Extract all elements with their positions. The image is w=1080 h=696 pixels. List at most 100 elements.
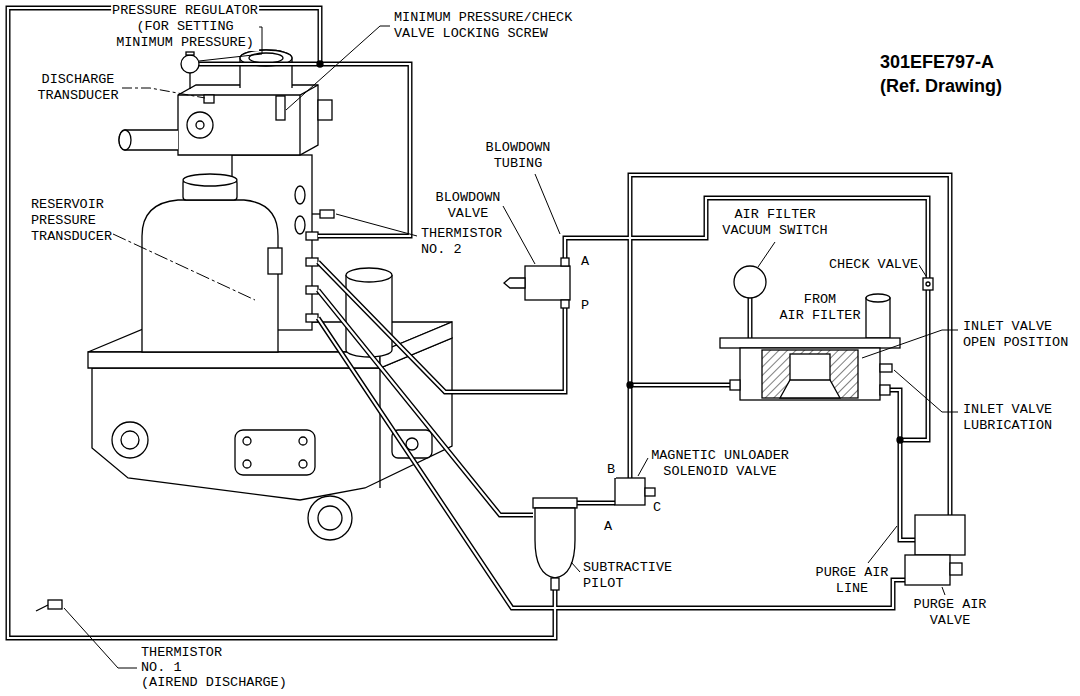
- label-anchor: BLOWDOWN TUBING: [485, 140, 552, 172]
- thermistor-probe: [36, 605, 48, 611]
- tube-bore: [890, 390, 915, 540]
- tube-bore: [318, 64, 410, 236]
- thermistor-probe: [312, 213, 320, 214]
- bolt: [299, 437, 307, 445]
- tee: [897, 437, 903, 443]
- check-valve: [923, 278, 933, 290]
- label-anchor: CHECK VALVE: [828, 257, 919, 273]
- column-slot: [295, 186, 305, 204]
- leader-line: [286, 26, 390, 110]
- fitting: [306, 286, 318, 294]
- leader-line: [503, 206, 535, 264]
- tube-bore: [630, 175, 950, 515]
- compressor-body: [88, 50, 452, 540]
- housing-port: [112, 422, 148, 458]
- leader-line: [535, 174, 560, 234]
- tube-outline: [630, 175, 950, 515]
- callout-label: THERMISTOR NO. 2: [420, 226, 503, 258]
- bolt: [196, 121, 204, 129]
- port: [730, 380, 740, 390]
- locking-screw: [276, 96, 285, 120]
- callout-label: MINIMUM PRESSURE/CHECK VALVE LOCKING SCR…: [393, 10, 573, 42]
- thermistor-sensor: [48, 600, 62, 609]
- callout-label: BLOWDOWN TUBING: [485, 140, 552, 172]
- tube-bore: [8, 8, 555, 638]
- label-anchor: INLET VALVE LUBRICATION: [962, 402, 1053, 434]
- callout-label: C: [652, 500, 662, 516]
- leader-line: [758, 242, 775, 267]
- head-flange: [187, 112, 213, 138]
- label-anchor: A: [580, 254, 590, 270]
- tube-outline: [577, 501, 615, 506]
- label-anchor: DISCHARGE TRANSDUCER: [36, 72, 119, 104]
- tank-strap: [268, 248, 282, 274]
- label-anchor: THERMISTOR NO. 2: [420, 226, 503, 258]
- discharge-port: [308, 496, 352, 540]
- callout-label: P: [580, 298, 590, 314]
- callout-label: B: [606, 462, 616, 478]
- port: [561, 300, 569, 308]
- callout-label: MAGNETIC UNLOADER SOLENOID VALVE: [650, 448, 790, 480]
- tubing: [8, 8, 950, 638]
- callout-label: PURGE AIR LINE: [815, 565, 890, 597]
- discharge-port: [318, 506, 342, 530]
- callout-label: AIR FILTER VACUUM SWITCH: [721, 207, 828, 239]
- purge-valve-body: [905, 555, 950, 585]
- leader-line: [336, 214, 417, 236]
- label-anchor: C: [652, 500, 662, 516]
- fitting: [306, 232, 318, 240]
- reservoir-tank: [142, 200, 278, 352]
- tube-outline: [8, 8, 950, 638]
- callout-label: SUBTRACTIVE PILOT: [582, 560, 673, 592]
- leader-line: [894, 370, 958, 412]
- leader-line: [64, 608, 137, 668]
- leader-lines: [64, 26, 958, 668]
- label-anchor: MINIMUM PRESSURE/CHECK VALVE LOCKING SCR…: [393, 10, 573, 42]
- leader-line: [862, 330, 958, 358]
- purge-valve-fitting: [950, 563, 962, 575]
- drawing-number: 301EFE797-A (Ref. Drawing): [880, 50, 1002, 98]
- column-slot: [295, 216, 305, 234]
- inlet-body: [740, 348, 880, 400]
- regulator-line: [189, 73, 190, 89]
- leader-line: [919, 265, 926, 276]
- label-anchor: PRESSURE REGULATOR (FOR SETTING MINIMUM …: [111, 3, 259, 51]
- base-plate-front: [88, 352, 380, 368]
- pilot-cap: [533, 498, 577, 508]
- tube-outline: [8, 8, 555, 638]
- callout-label: INLET VALVE LUBRICATION: [962, 402, 1053, 434]
- fitting: [306, 258, 318, 266]
- lubrication-port: [880, 364, 892, 372]
- label-anchor: INLET VALVE OPEN POSITION: [962, 319, 1069, 351]
- thermistor-sensor: [320, 210, 334, 218]
- housing-edge: [379, 368, 380, 488]
- blowdown-valve: [525, 266, 570, 300]
- inlet-pipe-top: [866, 294, 890, 302]
- discharge-transducer: [204, 95, 214, 103]
- oil-filter-top: [346, 268, 392, 282]
- valve-block: [235, 430, 315, 475]
- leader-line: [571, 562, 580, 572]
- leader-line: [113, 234, 255, 300]
- tee: [627, 382, 633, 388]
- purge-valve-coil: [915, 515, 965, 555]
- label-anchor: MAGNETIC UNLOADER SOLENOID VALVE: [650, 448, 790, 480]
- inlet-pipe: [866, 298, 890, 338]
- callout-label: INLET VALVE OPEN POSITION: [962, 319, 1069, 351]
- head-edge: [178, 85, 318, 155]
- tank-cap-top: [183, 174, 237, 186]
- regulator-knob: [186, 52, 194, 55]
- callout-label: A: [580, 254, 590, 270]
- vacuum-switch: [734, 266, 766, 298]
- bolt: [243, 460, 251, 468]
- head-plate: [318, 100, 332, 120]
- tube-outline: [630, 383, 730, 388]
- tube-bore: [565, 198, 928, 440]
- callout-label: RESERVOIR PRESSURE TRANSDUCER: [30, 197, 113, 245]
- leader-line: [638, 458, 648, 476]
- blowdown-nozzle: [504, 278, 525, 288]
- callout-label: PURGE AIR VALVE: [913, 597, 988, 629]
- check-valve-ball: [926, 282, 930, 286]
